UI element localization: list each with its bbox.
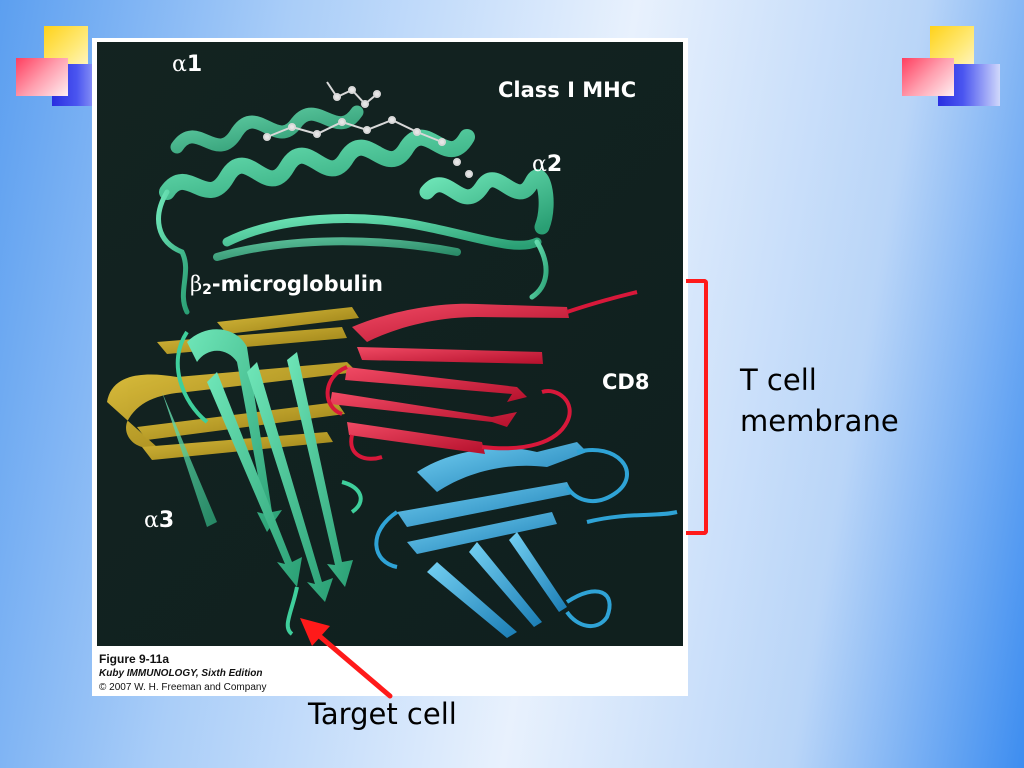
caption-copyright: © 2007 W. H. Freeman and Company bbox=[99, 682, 267, 693]
tcell-label-line2: membrane bbox=[740, 404, 899, 438]
cd8-red-ribbon bbox=[330, 303, 569, 454]
beta-subscript: 2 bbox=[202, 282, 212, 298]
protein-structure-figure: α1 Class I MHC α2 β2-microglobulin CD8 α… bbox=[92, 38, 688, 696]
alpha1-number: 1 bbox=[186, 52, 203, 77]
arrow-shaft bbox=[307, 625, 393, 699]
label-beta2-microglobulin: β2-microglobulin bbox=[190, 272, 383, 298]
tcell-membrane-label: T cell membrane bbox=[740, 360, 899, 442]
microglobulin-text: -microglobulin bbox=[211, 272, 383, 296]
bound-peptide bbox=[263, 81, 473, 178]
corner-decoration-right bbox=[898, 20, 1000, 110]
label-alpha2: α2 bbox=[532, 152, 562, 177]
label-alpha1: α1 bbox=[172, 52, 202, 77]
protein-ribbon-image bbox=[97, 42, 683, 646]
label-class1-mhc: Class I MHC bbox=[498, 78, 637, 102]
alpha3-number: 3 bbox=[158, 508, 175, 533]
alpha2-number: 2 bbox=[546, 152, 563, 177]
label-cd8: CD8 bbox=[602, 370, 650, 394]
alpha3-loops bbox=[175, 330, 363, 636]
red-square bbox=[902, 58, 954, 96]
arrow-head bbox=[300, 618, 330, 646]
target-cell-arrow bbox=[300, 618, 393, 699]
label-alpha3: α3 bbox=[144, 508, 174, 533]
alpha-symbol: α bbox=[172, 52, 187, 77]
beta-symbol: β bbox=[190, 272, 203, 296]
cd8-blue-loops bbox=[374, 448, 678, 628]
caption-book-title: Kuby IMMUNOLOGY, Sixth Edition bbox=[99, 668, 263, 679]
tcell-bracket bbox=[686, 279, 708, 535]
cd8-red-loops bbox=[325, 290, 638, 461]
alpha-symbol: α bbox=[144, 508, 159, 533]
tcell-label-line1: T cell bbox=[740, 363, 817, 397]
caption-figure-number: Figure 9-11a bbox=[99, 652, 170, 666]
mhc-helices bbox=[156, 105, 554, 315]
figure-caption: Figure 9-11a Kuby IMMUNOLOGY, Sixth Edit… bbox=[99, 652, 266, 695]
target-cell-label: Target cell bbox=[308, 697, 457, 731]
alpha-symbol: α bbox=[532, 152, 547, 177]
alpha3-domain-ribbon bbox=[162, 329, 353, 602]
red-square bbox=[16, 58, 68, 96]
cd8-blue-ribbon bbox=[397, 442, 587, 638]
